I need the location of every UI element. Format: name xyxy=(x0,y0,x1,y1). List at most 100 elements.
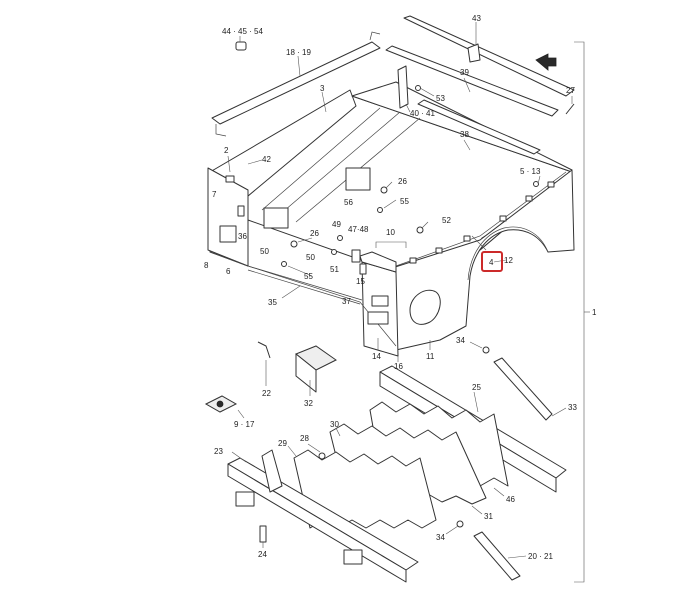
label-53: 53 xyxy=(436,94,445,103)
label-6: 6 xyxy=(226,267,231,276)
rear-opening-a xyxy=(371,295,389,307)
label-32: 32 xyxy=(304,399,313,408)
front-outer-opening xyxy=(219,225,237,243)
mount-bracket-b xyxy=(343,549,363,565)
label-30: 30 xyxy=(330,420,339,429)
label-40-41: 40 · 41 xyxy=(410,109,435,118)
nut-55-a xyxy=(377,207,383,213)
side-panel-opening-a xyxy=(345,167,371,191)
label-15: 15 xyxy=(356,277,365,286)
bolt-26-a xyxy=(380,186,388,194)
assembly-bracket-1 xyxy=(574,41,590,583)
label-5-13: 5 · 13 xyxy=(520,167,541,176)
label-23: 23 xyxy=(214,447,223,456)
truck-bed-body xyxy=(207,81,575,357)
rail-38 xyxy=(417,99,541,155)
rail-18-19 xyxy=(211,41,381,125)
bolt-34-a xyxy=(482,346,490,354)
label-28: 28 xyxy=(300,434,309,443)
part-7 xyxy=(225,175,235,183)
pin-27 xyxy=(565,103,575,115)
hinge-36 xyxy=(237,205,245,217)
label-37: 37 xyxy=(342,297,351,306)
label-50-b: 50 xyxy=(306,253,315,262)
label-4: 4 xyxy=(489,258,494,267)
label-10: 10 xyxy=(386,228,395,237)
label-50-a: 50 xyxy=(260,247,269,256)
label-34-a: 34 xyxy=(456,336,465,345)
clip-50 xyxy=(331,249,337,255)
rail-39 xyxy=(385,45,559,117)
label-51: 51 xyxy=(330,265,339,274)
label-52: 52 xyxy=(442,216,451,225)
bolt-24 xyxy=(259,525,267,543)
bolt-26-b xyxy=(290,240,298,248)
label-8: 8 xyxy=(204,261,209,270)
bracket-10 xyxy=(375,241,407,248)
label-18-19: 18 · 19 xyxy=(286,48,311,57)
bolt-53 xyxy=(415,85,421,91)
label-56-a: 56 xyxy=(344,198,353,207)
clip-49 xyxy=(337,235,343,241)
loose-parts xyxy=(204,341,567,583)
label-14: 14 xyxy=(372,352,381,361)
label-55-a: 55 xyxy=(400,197,409,206)
label-22: 22 xyxy=(262,389,271,398)
upper-rails xyxy=(211,15,575,155)
label-47-48: 47·48 xyxy=(348,225,369,234)
label-2: 2 xyxy=(224,146,229,155)
label-55-b: 55 xyxy=(304,272,313,281)
label-1: 1 xyxy=(592,308,597,317)
label-26-b: 26 xyxy=(310,229,319,238)
label-43: 43 xyxy=(472,14,481,23)
nut-55-b xyxy=(281,261,287,267)
label-16: 16 xyxy=(394,362,403,371)
bolt-34-b xyxy=(456,520,464,528)
label-25: 25 xyxy=(472,383,481,392)
bolt-28 xyxy=(318,452,326,460)
bracket-40-41 xyxy=(397,65,409,109)
strap-20-21 xyxy=(473,531,521,581)
label-29: 29 xyxy=(278,439,287,448)
label-39: 39 xyxy=(460,68,469,77)
label-31: 31 xyxy=(484,512,493,521)
part-labels: 44 · 45 · 54 18 · 19 43 39 27 3 53 40 · … xyxy=(204,14,597,561)
label-27: 27 xyxy=(566,86,575,95)
front-panel-opening xyxy=(263,207,289,229)
label-34-b: 34 xyxy=(436,533,445,542)
label-44-45-54: 44 · 45 · 54 xyxy=(222,27,263,36)
label-38: 38 xyxy=(460,130,469,139)
rear-post xyxy=(359,251,397,273)
part-51 xyxy=(359,263,367,275)
label-12: 12 xyxy=(504,256,513,265)
label-42: 42 xyxy=(262,155,271,164)
mount-bracket-a xyxy=(235,491,255,507)
label-20-21: 20 · 21 xyxy=(528,552,553,561)
strap-33 xyxy=(493,357,553,421)
label-11: 11 xyxy=(426,352,435,361)
label-24: 24 xyxy=(258,550,267,559)
stake-pockets xyxy=(409,181,555,264)
label-3: 3 xyxy=(320,84,325,93)
direction-arrow-icon xyxy=(535,53,557,71)
leader-lines xyxy=(227,22,541,362)
nut-52 xyxy=(416,226,424,234)
clip-22 xyxy=(257,341,271,359)
bolt-5-13 xyxy=(533,181,539,187)
highlight-box-4 xyxy=(481,251,503,272)
wheel-arch xyxy=(467,226,549,281)
bar-43 xyxy=(403,15,575,97)
bed-hardware xyxy=(225,175,539,275)
label-35: 35 xyxy=(268,298,277,307)
label-7: 7 xyxy=(212,190,217,199)
rear-opening-b xyxy=(367,311,389,325)
cap-44-45-54 xyxy=(235,41,247,51)
label-46: 46 xyxy=(506,495,515,504)
label-26-a: 26 xyxy=(398,177,407,186)
label-33: 33 xyxy=(568,403,577,412)
side-oval-opening xyxy=(409,289,441,325)
label-9-17: 9 · 17 xyxy=(234,420,255,429)
label-36: 36 xyxy=(238,232,247,241)
label-49: 49 xyxy=(332,220,341,229)
